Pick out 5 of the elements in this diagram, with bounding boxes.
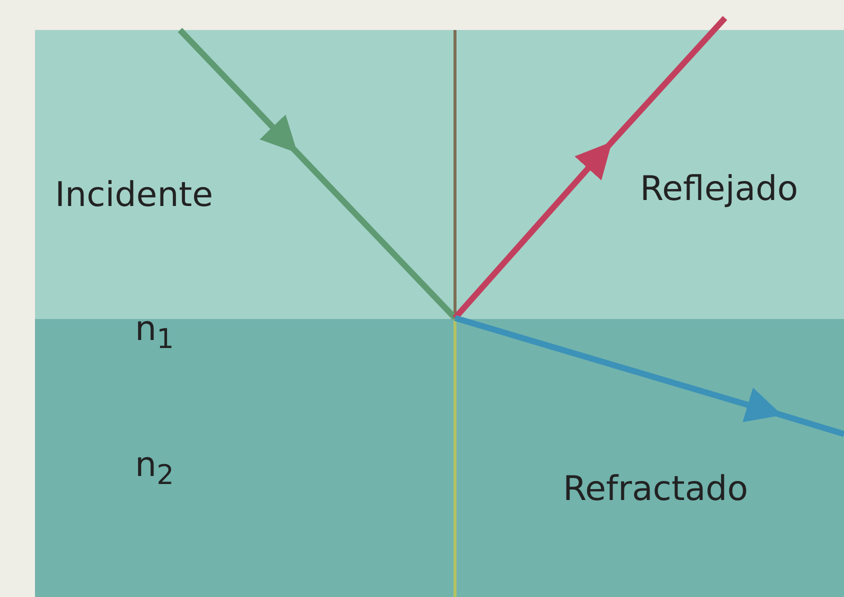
ray-label: Refractado xyxy=(563,472,748,506)
ray-label: Incidente xyxy=(55,178,214,212)
medium-index-label: n$_{2}$ xyxy=(135,448,174,489)
ray-label: Reflejado xyxy=(640,172,798,206)
medium-index-label: n$_{1}$ xyxy=(135,312,174,353)
